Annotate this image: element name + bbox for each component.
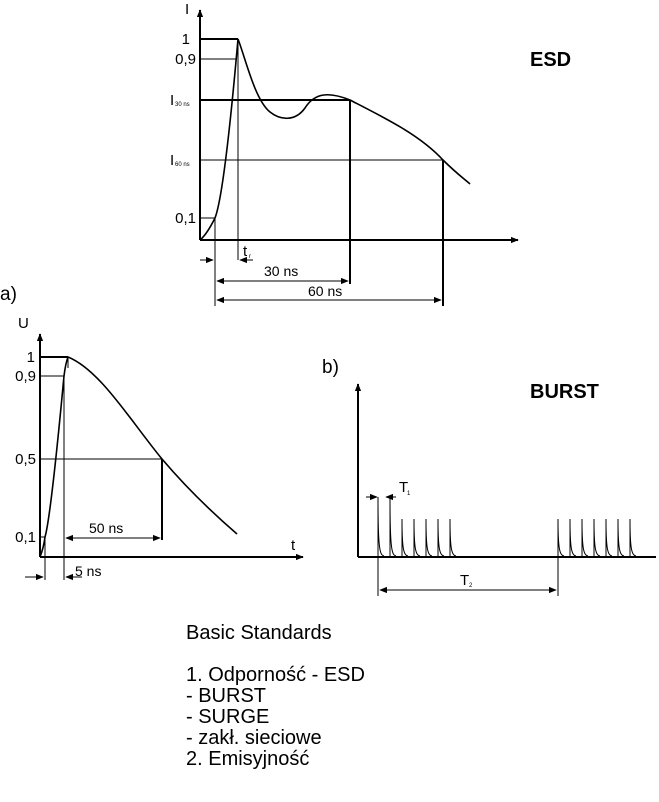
esd-tick-i30: I [170,92,174,109]
surge-tick-09: 0,9 [15,368,36,385]
burst-diagram: b) BURST T 1 T 2 [322,357,656,596]
esd-tick-09: 0,9 [175,51,196,68]
esd-rise-label-sub: r [249,254,251,260]
burst-pulse [581,518,589,557]
burst-t1-label: T [399,479,408,496]
burst-pulse [389,496,397,557]
burst-pulse [629,518,637,557]
burst-pulse [569,518,577,557]
burst-pulse [605,518,613,557]
esd-tick-1: 1 [182,31,190,48]
surge-waveform [39,355,238,558]
surge-axis-y-label: U [18,315,29,332]
surge-tick-01: 0,1 [15,529,36,546]
esd-tick-i60: I [170,152,174,169]
burst-title: BURST [530,381,599,403]
notes-item-3: - SURGE [186,706,270,728]
burst-t2-label-sub: 2 [469,583,473,589]
notes-item-1: 1. Odporność - ESD [186,664,365,686]
burst-pulse [413,518,421,557]
burst-pulse [377,496,385,557]
esd-rise-label: t [243,243,248,260]
waveform-figure: I ESD 1 0,9 I 30 ns I 60 ns 0,1 t r 30 n… [0,1,656,596]
basic-standards-notes: Basic Standards 1. Odporność - ESD - BUR… [186,623,646,770]
notes-item-5: 2. Emisyjność [186,748,310,770]
notes-heading: Basic Standards [186,622,332,644]
surge-diagram: a) U t 1 0,9 0,5 0,1 50 ns 5 ns [0,284,304,581]
burst-t2-label: T [460,572,469,589]
esd-diagram: I ESD 1 0,9 I 30 ns I 60 ns 0,1 t r 30 n… [170,1,571,306]
burst-pulse [401,518,409,557]
esd-title: ESD [530,49,571,71]
esd-dim-30ns-label: 30 ns [264,263,298,279]
burst-pulse [449,518,457,557]
esd-axis-y-label: I [185,1,189,18]
burst-pulse [437,518,445,557]
burst-panel-label: b) [322,357,339,378]
burst-pulse [425,518,433,557]
notes-item-2: - BURST [186,685,266,707]
esd-tick-01: 0,1 [175,210,196,227]
burst-t1-label-sub: 1 [407,491,411,497]
surge-axis-x-label: t [291,537,296,554]
burst-pulse [617,518,625,557]
surge-rise-label: 5 ns [75,563,101,579]
esd-dim-60ns-label: 60 ns [308,283,342,299]
notes-item-4: - zakł. sieciowe [186,727,322,749]
burst-pulse [593,518,601,557]
burst-pulse-group-1 [377,496,457,557]
surge-tick-1: 1 [27,349,35,366]
surge-dim-50ns-label: 50 ns [89,520,123,536]
esd-tick-i60-sub: 60 ns [175,162,190,168]
esd-tick-i30-sub: 30 ns [175,102,190,108]
esd-waveform [199,38,471,241]
burst-pulse [557,518,565,557]
burst-pulse-group-2 [557,518,637,557]
surge-panel-label: a) [0,284,17,305]
surge-tick-05: 0,5 [15,451,36,468]
